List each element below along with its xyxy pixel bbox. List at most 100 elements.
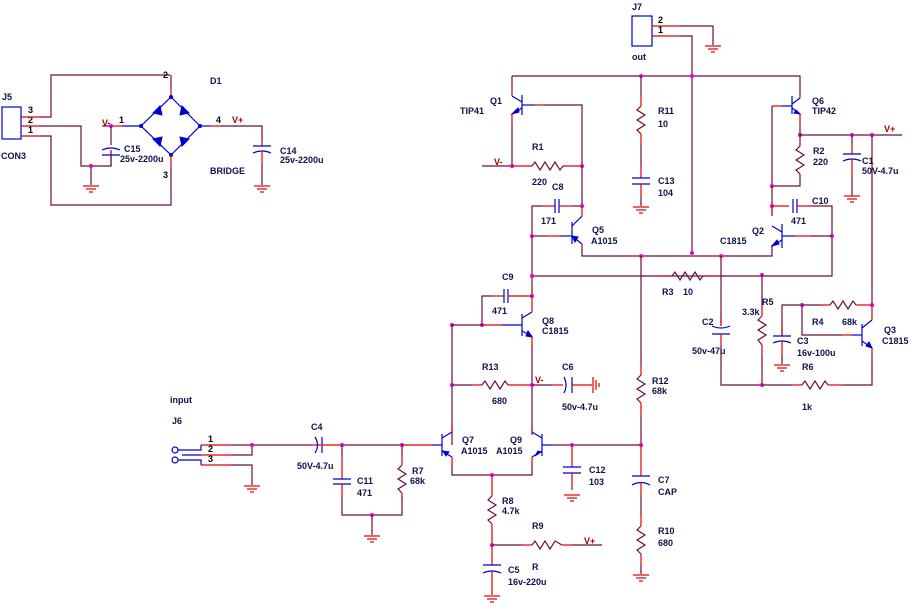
ground-icon [774, 364, 790, 372]
capacitor-c11[interactable]: C11 471 [333, 445, 403, 516]
capacitor-c15[interactable]: C15 25v-2200u [101, 126, 164, 166]
resistor-r10[interactable]: R10 680 [635, 515, 675, 574]
q9-ref: Q9 [510, 435, 522, 445]
resistor-r4[interactable]: R4 68k [802, 299, 872, 327]
q7-value: A1015 [461, 446, 488, 456]
ground-icon [564, 494, 580, 502]
ground-icon [633, 574, 649, 582]
r9-ref: R9 [532, 521, 544, 531]
net-label-vminus: V- [102, 118, 111, 128]
q6-value: TIP42 [812, 106, 836, 116]
c11-ref: C11 [357, 476, 373, 486]
ground-icon [254, 185, 270, 193]
ground-icon [633, 206, 649, 214]
r6-ref: R6 [802, 362, 814, 372]
resistor-r5[interactable]: R5 3.3k [742, 275, 774, 385]
r1-value: 220 [532, 177, 547, 187]
resistor-r1[interactable]: R1 220 [512, 142, 582, 187]
capacitor-c5[interactable]: C5 16v-220u [482, 545, 547, 595]
resistor-r13[interactable]: R13 680 [452, 362, 532, 406]
r5-ref: R5 [762, 297, 774, 307]
capacitor-c12[interactable]: C12 103 [563, 445, 606, 490]
r7-value: 68k [410, 476, 426, 486]
c8-ref: C8 [552, 182, 564, 192]
power-supply: J5 CON3 3 2 1 V- 1 C15 [1, 70, 324, 206]
c14-ref: C14 [280, 146, 297, 156]
c4-value: 50V-4.7u [297, 461, 334, 471]
capacitor-c8[interactable]: C8 171 [531, 182, 582, 234]
q6-ref: Q6 [812, 96, 824, 106]
c10-value: 471 [791, 216, 806, 226]
c8-value: 171 [541, 216, 556, 226]
r11-value: 10 [658, 119, 668, 129]
resistor-r2[interactable]: R2 220 [772, 145, 828, 187]
transistor-q8[interactable]: Q8 C1815 [482, 296, 569, 345]
resistor-r9[interactable]: R9 R [492, 521, 602, 572]
capacitor-c6[interactable]: C6 50v-4.7u [532, 362, 598, 412]
capacitor-c1[interactable]: C1 50V-4.7u [842, 135, 899, 196]
capacitor-c7[interactable]: C7 CAP [631, 445, 677, 515]
transistor-q6[interactable]: Q6 TIP42 [772, 96, 836, 126]
bridge-rectifier-d1[interactable]: D1 BRIDGE 2 3 [139, 70, 246, 180]
c6-value: 50v-4.7u [562, 402, 598, 412]
j7-pin-1: 1 [658, 25, 663, 35]
c2-value: 50v-47u [692, 346, 726, 356]
c12-ref: C12 [589, 465, 606, 475]
connector-j7[interactable]: J7 out 2 1 [631, 2, 663, 62]
q5-value: A1015 [591, 236, 618, 246]
c13-ref: C13 [658, 176, 675, 186]
r10-value: 680 [658, 538, 673, 548]
resistor-r7[interactable]: R7 68k [396, 445, 426, 500]
q3-value: C1815 [882, 336, 909, 346]
ground-icon [705, 45, 721, 53]
capacitor-c14[interactable]: C14 25v-2200u [252, 140, 324, 185]
c2-ref: C2 [702, 317, 714, 327]
c10-ref: C10 [812, 196, 829, 206]
c7-value: CAP [658, 487, 677, 497]
resistor-r11[interactable]: R11 10 [635, 76, 674, 145]
c5-value: 16v-220u [508, 577, 547, 587]
connector-j6[interactable]: input J6 1 2 3 [170, 395, 213, 465]
transistor-q3[interactable]: Q3 C1815 [842, 305, 909, 356]
capacitor-c3[interactable]: C3 16v-100u [772, 304, 836, 364]
resistor-r6[interactable]: R6 1k [762, 356, 873, 412]
j7-ref: J7 [632, 2, 642, 12]
r9-value: R [532, 562, 539, 572]
c15-ref: C15 [124, 144, 141, 154]
c9-value: 471 [492, 306, 507, 316]
c6-ref: C6 [562, 362, 574, 372]
connector-j5[interactable]: J5 CON3 3 2 1 [1, 92, 33, 161]
j5-value: CON3 [1, 151, 26, 161]
r3-value: 10 [683, 287, 693, 297]
resistor-r12[interactable]: R12 68k [635, 256, 669, 445]
resistor-r3[interactable]: R3 10 [662, 270, 713, 297]
r6-value: 1k [802, 402, 813, 412]
capacitor-c4[interactable]: C4 50V-4.7u [297, 422, 342, 471]
bridge-pin-3: 3 [163, 170, 168, 180]
r2-value: 220 [813, 157, 828, 167]
q5-ref: Q5 [592, 225, 604, 235]
ground-icon [364, 535, 380, 543]
capacitor-c2[interactable]: C2 50v-47u [692, 317, 762, 386]
c1-value: 50V-4.7u [862, 166, 899, 176]
transistor-q2[interactable]: Q2 C1815 [720, 206, 832, 248]
input-label: input [170, 395, 192, 405]
q1-value: TIP41 [460, 106, 484, 116]
c15-value: 25v-2200u [120, 154, 164, 164]
capacitor-c9[interactable]: C9 471 [481, 272, 532, 325]
transistor-q9[interactable]: Q9 A1015 [496, 425, 552, 465]
net-label-vminus: V- [494, 157, 503, 167]
c4-ref: C4 [311, 422, 323, 432]
resistor-r8[interactable]: R8 4.7k [486, 475, 521, 545]
c13-value: 104 [658, 188, 673, 198]
transistor-q7[interactable]: Q7 A1015 [432, 425, 488, 465]
d1-value: BRIDGE [210, 166, 245, 176]
r8-ref: R8 [502, 496, 514, 506]
capacitor-c13[interactable]: C13 104 [632, 145, 675, 206]
transistor-q1[interactable]: Q1 TIP41 [460, 76, 545, 125]
bridge-pin-4: 4 [216, 115, 221, 125]
ground-icon [592, 377, 600, 393]
transistor-q5[interactable]: Q5 A1015 [548, 215, 618, 250]
r12-value: 68k [652, 386, 668, 396]
net-label-vminus: V- [535, 375, 544, 385]
